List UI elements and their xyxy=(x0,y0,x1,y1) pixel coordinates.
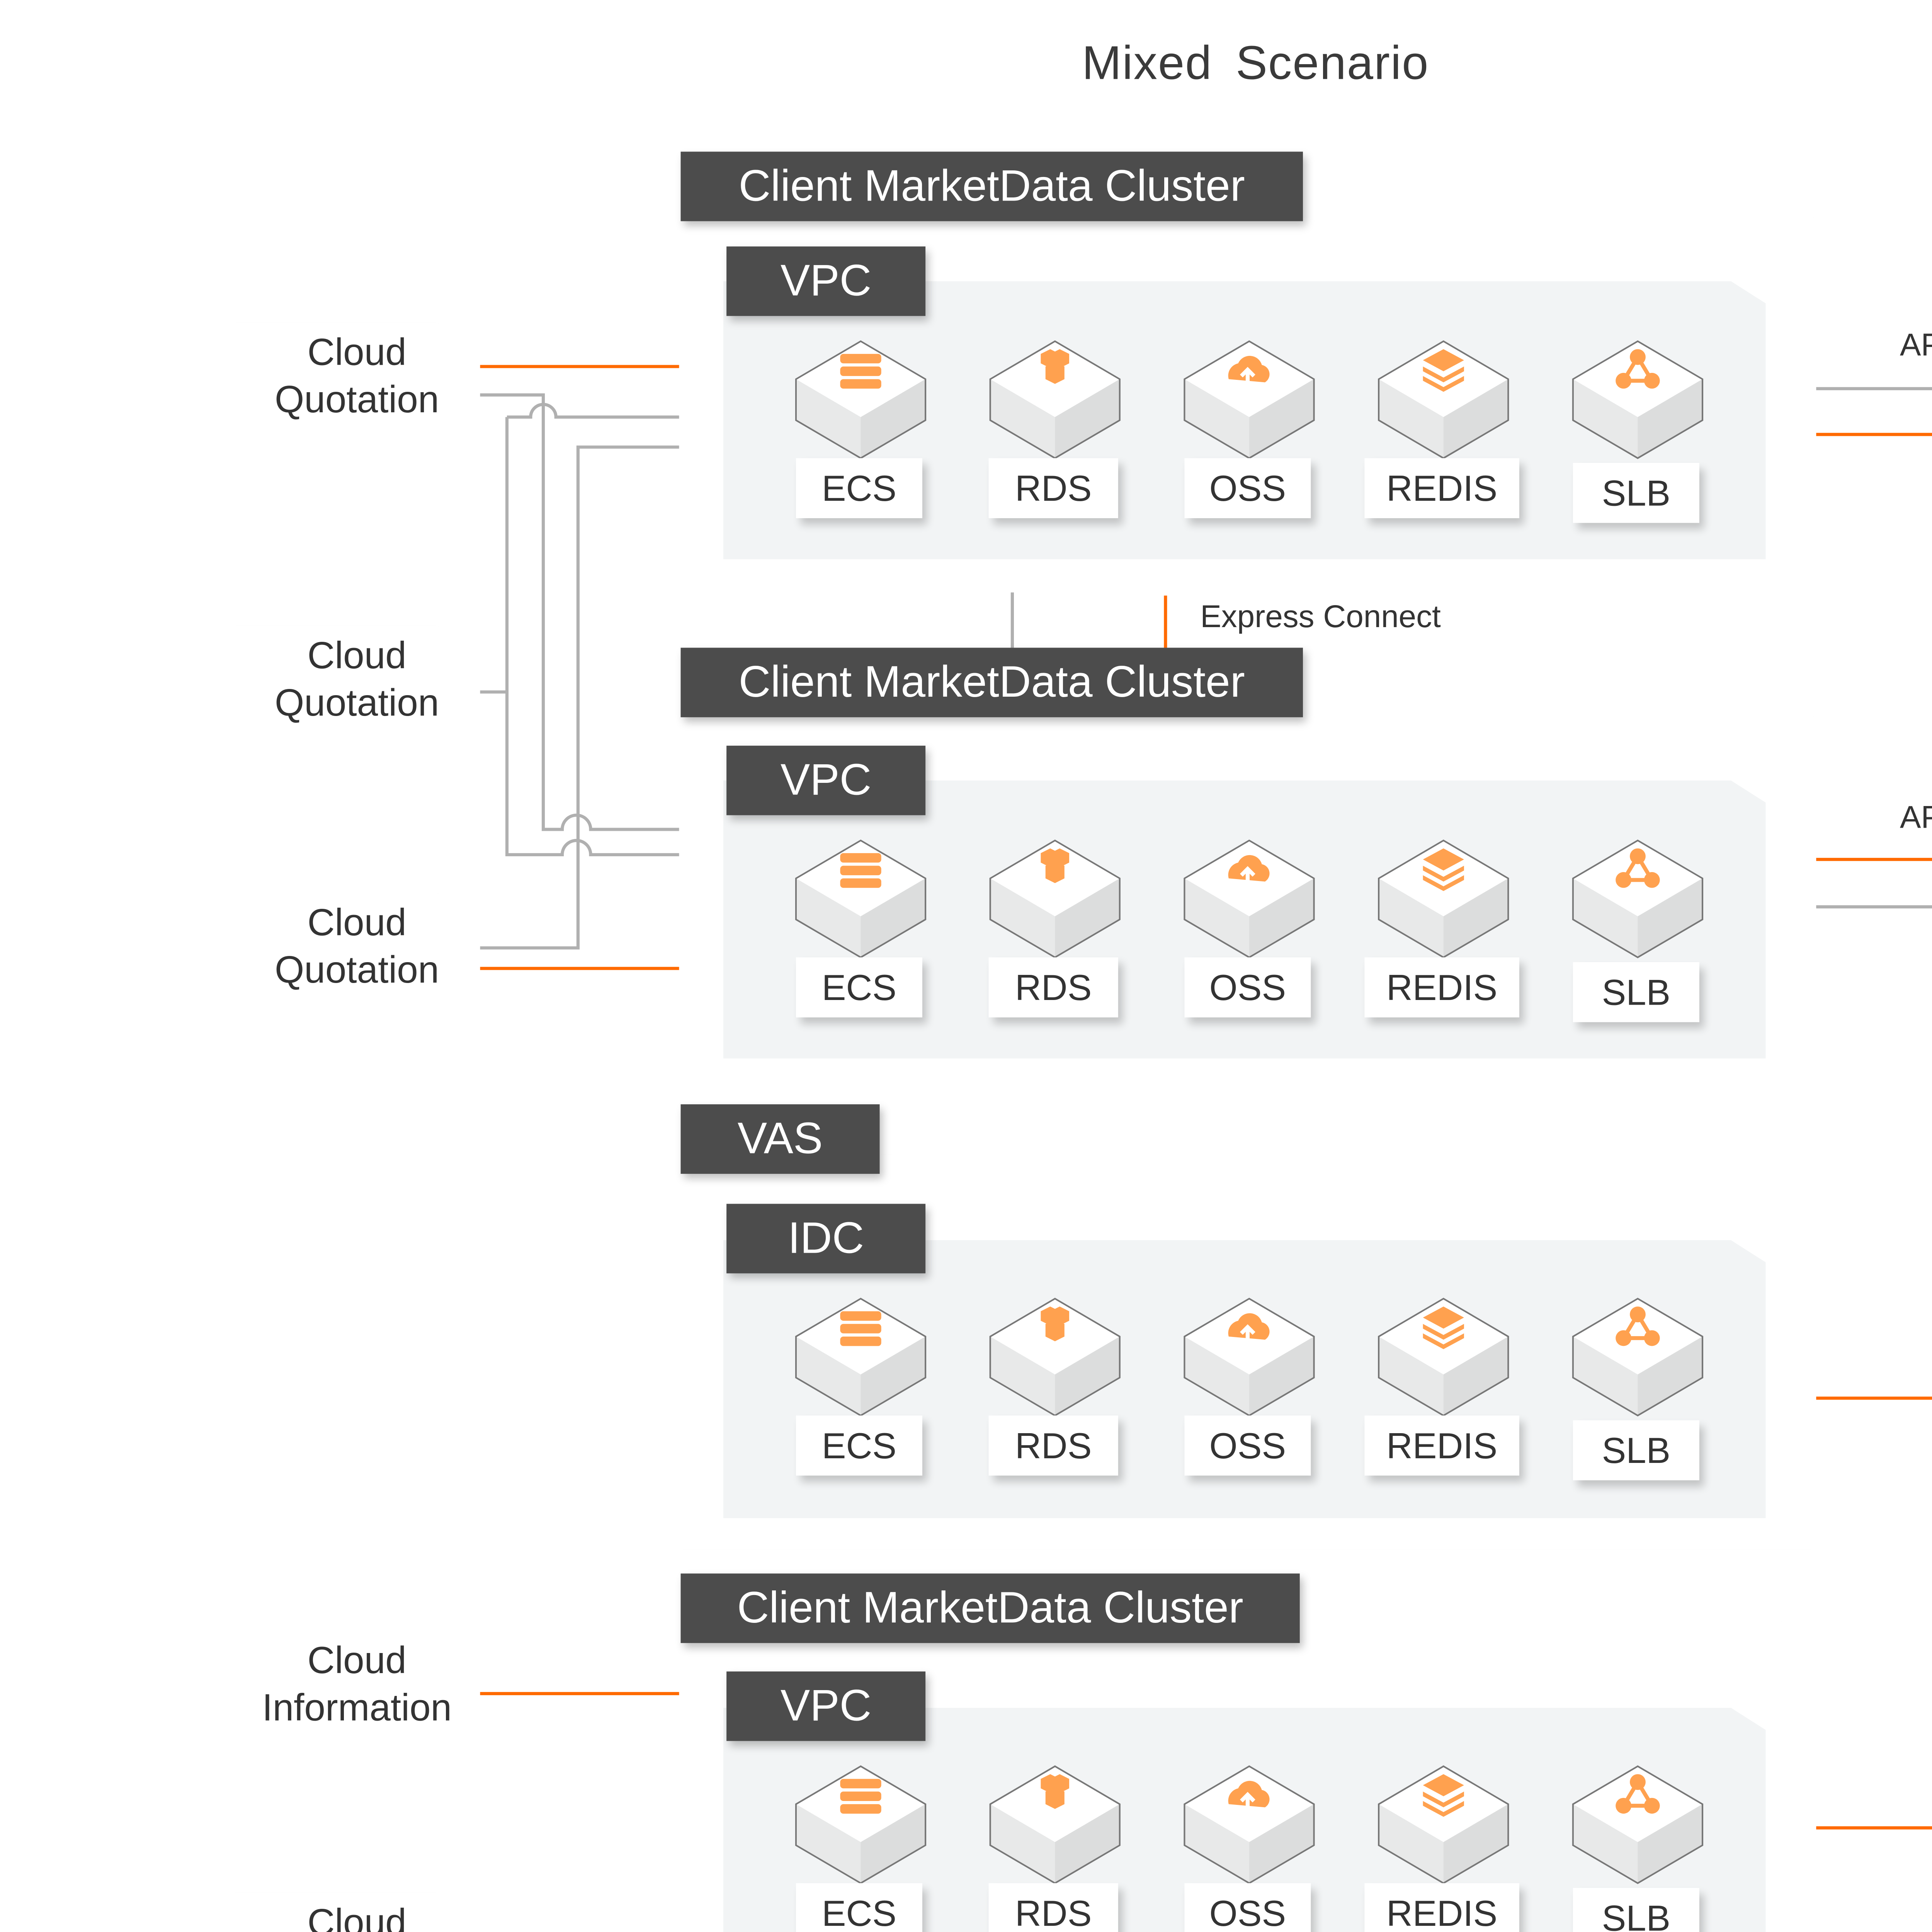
source-label-line1: Cloud xyxy=(307,635,406,678)
service-redis: REDIS xyxy=(1363,1763,1521,1932)
express-connect-label: Express Connect xyxy=(1200,600,1441,635)
service-label: ECS xyxy=(796,458,922,519)
database-hex-icon xyxy=(989,1765,1121,1884)
service-rds: RDS xyxy=(975,1763,1133,1932)
layers-stack-icon xyxy=(1378,340,1509,459)
service-ecs: ECS xyxy=(780,1763,938,1932)
source-cloud-quotation-3: Cloud Quotation xyxy=(234,893,480,1003)
service-slb: SLB xyxy=(1557,1296,1715,1501)
layers-stack-icon xyxy=(1378,1298,1509,1417)
service-label: SLB xyxy=(1573,962,1699,1022)
source-label-line2: Quotation xyxy=(274,379,439,422)
layers-stack-icon xyxy=(1378,1765,1509,1884)
load-balancer-icon xyxy=(1572,340,1704,459)
cloud-upload-icon xyxy=(1184,839,1315,959)
cloud-upload-icon xyxy=(1184,1298,1315,1417)
service-oss: OSS xyxy=(1169,1763,1327,1932)
cloud-upload-icon xyxy=(1184,340,1315,459)
service-oss: OSS xyxy=(1169,338,1327,544)
source-label-line1: Cloud xyxy=(307,1639,406,1683)
load-balancer-icon xyxy=(1572,1298,1704,1417)
service-label: SLB xyxy=(1573,463,1699,523)
layers-stack-icon xyxy=(1378,839,1509,959)
network-header: VPC xyxy=(726,246,926,316)
source-label-line2: Information xyxy=(262,1687,452,1730)
cluster-header: Client MarketData Cluster xyxy=(680,151,1303,221)
service-ecs: ECS xyxy=(780,1296,938,1501)
service-label: RDS xyxy=(988,1415,1118,1476)
cloud-upload-icon xyxy=(1184,1765,1315,1884)
service-label: OSS xyxy=(1184,957,1311,1018)
service-rds: RDS xyxy=(975,1296,1133,1501)
service-label: SLB xyxy=(1573,1420,1699,1481)
source-cloud-information-1: Cloud Information xyxy=(234,1630,480,1741)
service-rds: RDS xyxy=(975,338,1133,544)
service-label: REDIS xyxy=(1364,1415,1519,1476)
database-hex-icon xyxy=(989,1298,1121,1417)
network-header: IDC xyxy=(726,1204,926,1274)
service-label: OSS xyxy=(1184,458,1311,519)
source-label-line1: Cloud xyxy=(307,332,406,374)
source-cloud-quotation-2: Cloud Quotation xyxy=(234,626,480,736)
api-label-mid: API xyxy=(1900,801,1932,836)
server-stack-icon xyxy=(795,340,927,459)
server-stack-icon xyxy=(795,1765,927,1884)
source-cloud-quotation-1: Cloud Quotation xyxy=(234,322,480,433)
source-label-line1: Cloud xyxy=(307,1902,406,1932)
wire-quotation1-cluster2 xyxy=(480,393,679,831)
service-ecs: ECS xyxy=(780,338,938,544)
load-balancer-icon xyxy=(1572,839,1704,959)
wire-quotation3-cluster1 xyxy=(480,445,679,950)
service-label: RDS xyxy=(988,957,1118,1018)
service-label: REDIS xyxy=(1364,957,1519,1018)
service-rds: RDS xyxy=(975,837,1133,1043)
service-label: ECS xyxy=(796,957,922,1018)
cluster-header: Client MarketData Cluster xyxy=(680,648,1303,718)
service-label: RDS xyxy=(988,1883,1118,1932)
source-label-line2: Quotation xyxy=(274,682,439,725)
wire-cluster1-cdn-bus xyxy=(1816,433,1932,436)
service-slb: SLB xyxy=(1557,338,1715,544)
service-slb: SLB xyxy=(1557,1763,1715,1932)
source-label-line1: Cloud xyxy=(307,902,406,945)
service-label: SLB xyxy=(1573,1888,1699,1932)
service-label: OSS xyxy=(1184,1883,1311,1932)
service-ecs: ECS xyxy=(780,837,938,1043)
service-label: RDS xyxy=(988,458,1118,519)
source-label-line2: Quotation xyxy=(274,949,439,992)
server-stack-icon xyxy=(795,1298,927,1417)
database-hex-icon xyxy=(989,839,1121,959)
load-balancer-icon xyxy=(1572,1765,1704,1884)
service-oss: OSS xyxy=(1169,837,1327,1043)
diagram-title: Mixed Scenario xyxy=(1082,38,1429,90)
source-cloud-information-2: Cloud Information xyxy=(234,1893,480,1932)
service-label: REDIS xyxy=(1364,458,1519,519)
database-hex-icon xyxy=(989,340,1121,459)
service-oss: OSS xyxy=(1169,1296,1327,1501)
server-stack-icon xyxy=(795,839,927,959)
service-label: REDIS xyxy=(1364,1883,1519,1932)
cluster-header: VAS xyxy=(680,1104,880,1174)
network-header: VPC xyxy=(726,1671,926,1741)
service-redis: REDIS xyxy=(1363,837,1521,1043)
service-redis: REDIS xyxy=(1363,1296,1521,1501)
api-label-top: API xyxy=(1900,328,1932,364)
network-header: VPC xyxy=(726,745,926,815)
service-redis: REDIS xyxy=(1363,338,1521,544)
cluster-header: Client MarketData Cluster xyxy=(680,1573,1300,1643)
wire-vas-client xyxy=(1816,1396,1932,1400)
service-slb: SLB xyxy=(1557,837,1715,1043)
service-label: ECS xyxy=(796,1415,922,1476)
service-label: OSS xyxy=(1184,1415,1311,1476)
wire-quotation2-bus xyxy=(480,403,679,857)
service-label: ECS xyxy=(796,1883,922,1932)
